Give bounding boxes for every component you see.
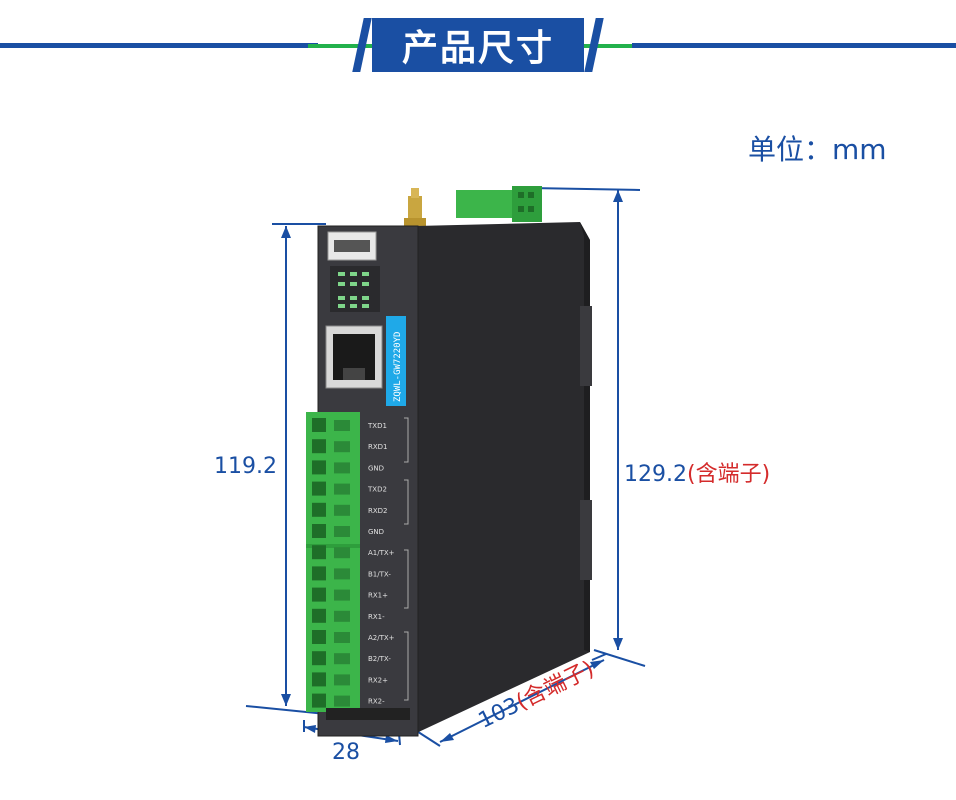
port-label: A1/TX+ bbox=[368, 549, 395, 557]
dimension-height-terminal bbox=[529, 187, 646, 667]
port-label: RXD2 bbox=[368, 507, 388, 515]
port-label: RX2- bbox=[368, 698, 385, 706]
terminal-slot bbox=[312, 608, 326, 623]
terminal-screw bbox=[334, 504, 350, 516]
terminal-screw bbox=[334, 462, 350, 474]
port-label: RX1- bbox=[368, 613, 385, 621]
led-indicators bbox=[330, 266, 380, 312]
port-label: A2/TX+ bbox=[368, 634, 395, 642]
height-dimension-label: 119.2 bbox=[214, 454, 277, 479]
header-accent-left bbox=[308, 44, 378, 48]
terminal-slot bbox=[312, 502, 326, 517]
terminal-slot bbox=[312, 651, 326, 666]
header-line-left bbox=[0, 43, 318, 48]
terminal-slot bbox=[312, 672, 326, 687]
din-clip-upper bbox=[580, 306, 592, 386]
header-accent-right bbox=[578, 44, 638, 48]
port-label-group: TXD1RXD1GNDTXD2RXD2GNDA1/TX+B1/TX-RX1+RX… bbox=[367, 422, 395, 706]
port-label: GND bbox=[368, 464, 384, 472]
terminal-slot bbox=[312, 693, 326, 708]
port-label: RX1+ bbox=[368, 592, 388, 600]
side-terminal-block bbox=[306, 412, 360, 712]
header-line-right bbox=[632, 43, 956, 48]
terminal-slot bbox=[312, 418, 326, 432]
terminal-screw bbox=[334, 610, 350, 622]
model-label: ZQWL-GW7220YD bbox=[393, 332, 403, 402]
terminal-screw bbox=[334, 695, 350, 707]
terminal-slot bbox=[312, 630, 326, 644]
antenna-connector bbox=[404, 188, 426, 232]
height-terminal-value: 129.2 bbox=[624, 462, 687, 487]
model-label-strip bbox=[386, 316, 406, 406]
terminal-screw bbox=[334, 483, 350, 495]
port-label: RX2+ bbox=[368, 676, 388, 684]
port-label: TXD1 bbox=[367, 422, 387, 430]
terminal-screw bbox=[334, 589, 350, 601]
din-clip-lower bbox=[580, 500, 592, 580]
terminal-screw bbox=[334, 632, 350, 643]
terminal-screw bbox=[334, 441, 350, 453]
height-terminal-dimension-label: 129.2(含端子) bbox=[624, 456, 770, 488]
device-side-panel bbox=[410, 222, 590, 736]
unit-label: 单位：mm bbox=[748, 133, 887, 166]
top-power-terminal bbox=[456, 186, 542, 222]
terminal-slot bbox=[312, 545, 326, 560]
terminal-screw bbox=[334, 547, 350, 559]
terminal-screw bbox=[334, 568, 350, 580]
port-label: B1/TX- bbox=[368, 570, 391, 578]
terminal-slot bbox=[312, 524, 326, 538]
port-label: GND bbox=[368, 528, 384, 536]
ethernet-port bbox=[325, 325, 383, 389]
usb-port bbox=[327, 231, 377, 261]
terminal-slot bbox=[312, 566, 326, 581]
terminal-screw bbox=[334, 653, 350, 665]
terminal-slot bbox=[312, 460, 326, 475]
terminal-slot bbox=[312, 587, 326, 602]
terminal-screw bbox=[334, 526, 350, 537]
terminal-screw bbox=[334, 674, 350, 686]
terminal-screw bbox=[334, 420, 350, 431]
page-title: 产品尺寸 bbox=[372, 18, 584, 72]
port-brackets bbox=[404, 417, 409, 701]
port-label: TXD2 bbox=[367, 486, 387, 494]
width-dimension-label: 28 bbox=[332, 740, 360, 765]
terminal-slot bbox=[312, 481, 326, 496]
height-terminal-note: (含端子) bbox=[686, 462, 771, 487]
port-label: RXD1 bbox=[368, 443, 388, 451]
dimension-height bbox=[245, 223, 327, 715]
device-base bbox=[326, 708, 410, 720]
terminal-slot bbox=[312, 439, 326, 454]
port-label: B2/TX- bbox=[368, 655, 391, 663]
